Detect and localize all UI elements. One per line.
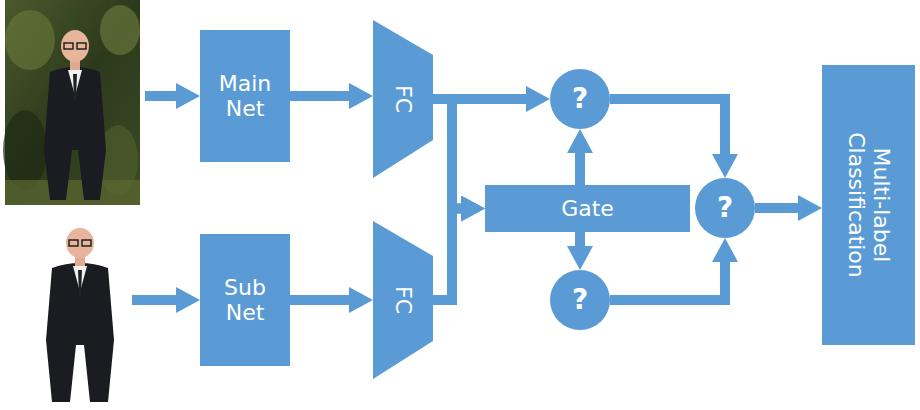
- node-label: Gate: [561, 196, 614, 221]
- node-label: Sub Net: [208, 275, 282, 326]
- network-box: Sub Net: [200, 234, 290, 366]
- gate-box: Gate: [485, 185, 690, 232]
- trapezoid-shape: [373, 20, 433, 178]
- network-box: Main Net: [200, 30, 290, 162]
- flow-arrow: [755, 203, 808, 213]
- flow-arrow: [575, 143, 585, 185]
- operator-circle: ?: [695, 178, 755, 238]
- input-photo-segmented: [46, 228, 114, 402]
- node-label: ?: [572, 284, 588, 316]
- input-arrow: [145, 91, 186, 101]
- node-label: Main Net: [208, 71, 282, 122]
- rotated-label: FC: [390, 286, 415, 314]
- node-label: ?: [717, 192, 733, 224]
- operator-circle: ?: [550, 270, 610, 330]
- rotated-label: Multi-label Classification: [843, 80, 894, 330]
- flow-arrow: [610, 99, 725, 164]
- flow-arrow: [290, 91, 359, 101]
- operator-circle: ?: [550, 69, 610, 129]
- input-arrow: [132, 295, 186, 305]
- trapezoid-shape: [373, 221, 433, 379]
- rotated-label: FC: [390, 85, 415, 113]
- classifier-box: Multi-label Classification: [822, 65, 915, 345]
- node-label: ?: [572, 83, 588, 115]
- flow-arrow: [433, 209, 471, 301]
- flow-arrow: [575, 232, 585, 256]
- input-photo: [3, 0, 140, 205]
- fc-layer: FC: [373, 221, 433, 379]
- flow-arrow: [290, 295, 359, 305]
- flow-arrow: [610, 252, 725, 300]
- fc-layer: FC: [373, 20, 433, 178]
- flow-arrow: [433, 99, 471, 209]
